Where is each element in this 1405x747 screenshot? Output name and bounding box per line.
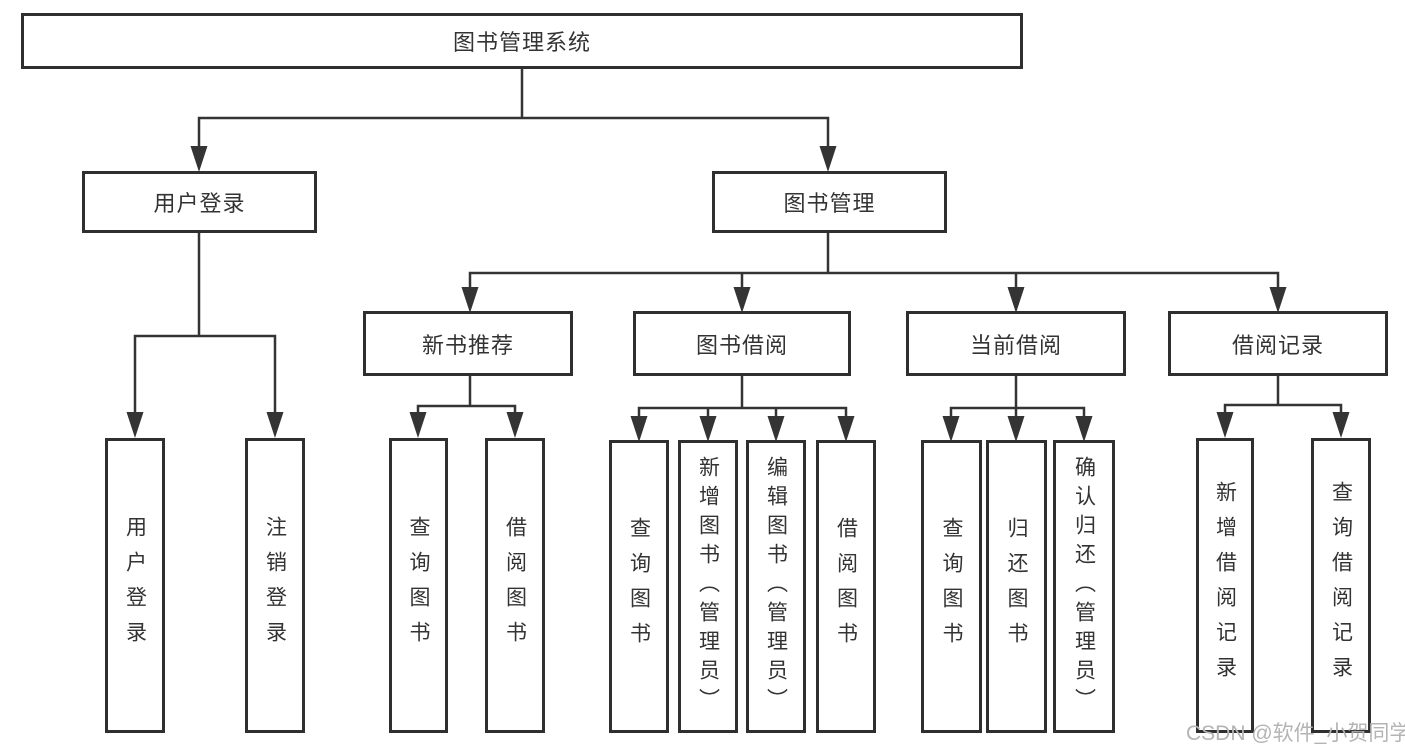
node-library-management-system: 图书管理系统 <box>21 13 1023 69</box>
node-label: 用户登录 <box>153 191 246 216</box>
leaf-add-books-admin: 新增图书（管理员） <box>678 440 738 733</box>
node-book-management: 图书管理 <box>712 171 947 233</box>
leaf-logout: 注销登录 <box>245 438 305 733</box>
node-label: 新增图书（管理员） <box>696 456 720 717</box>
leaf-query-books-recommend: 查询图书 <box>389 438 448 733</box>
leaf-borrow-books-recommend: 借阅图书 <box>485 438 545 733</box>
node-current-borrowing: 当前借阅 <box>906 311 1126 376</box>
node-label: 借阅图书 <box>503 515 527 656</box>
node-label: 编辑图书（管理员） <box>764 456 788 717</box>
node-new-book-recommend: 新书推荐 <box>363 311 573 376</box>
node-label: 归还图书 <box>1005 516 1028 657</box>
node-label: 新增借阅记录 <box>1213 480 1237 691</box>
leaf-query-books-current: 查询图书 <box>921 440 982 733</box>
node-book-borrowing: 图书借阅 <box>633 311 851 376</box>
node-label: 用户登录 <box>123 515 147 656</box>
leaf-confirm-return-admin: 确认归还（管理员） <box>1053 440 1115 733</box>
node-label: 当前借阅 <box>969 332 1062 358</box>
node-label: 查询借阅记录 <box>1329 480 1353 691</box>
node-label: 查询图书 <box>940 516 963 657</box>
node-borrowing-records: 借阅记录 <box>1168 311 1388 376</box>
node-label: 查询图书 <box>627 516 651 657</box>
leaf-user-login: 用户登录 <box>105 438 165 733</box>
leaf-edit-books-admin: 编辑图书（管理员） <box>746 440 806 733</box>
leaf-add-borrow-record: 新增借阅记录 <box>1196 438 1254 733</box>
node-label: 查询图书 <box>407 515 430 656</box>
node-label: 注销登录 <box>263 515 287 656</box>
leaf-query-borrow-record: 查询借阅记录 <box>1311 438 1371 733</box>
node-label: 新书推荐 <box>421 332 514 358</box>
csdn-watermark: CSDN @软件_小贺同学 <box>1186 722 1405 745</box>
node-label: 借阅图书 <box>834 516 858 657</box>
node-label: 借阅记录 <box>1231 332 1324 358</box>
node-label: 图书借阅 <box>695 332 788 358</box>
node-label: 图书管理 <box>783 191 876 216</box>
node-label: 确认归还（管理员） <box>1072 456 1096 717</box>
leaf-borrow-books: 借阅图书 <box>816 440 876 733</box>
node-label: 图书管理系统 <box>452 30 591 55</box>
leaf-query-books-borrowing: 查询图书 <box>609 440 669 733</box>
node-user-login: 用户登录 <box>82 171 317 233</box>
leaf-return-books: 归还图书 <box>986 440 1047 733</box>
